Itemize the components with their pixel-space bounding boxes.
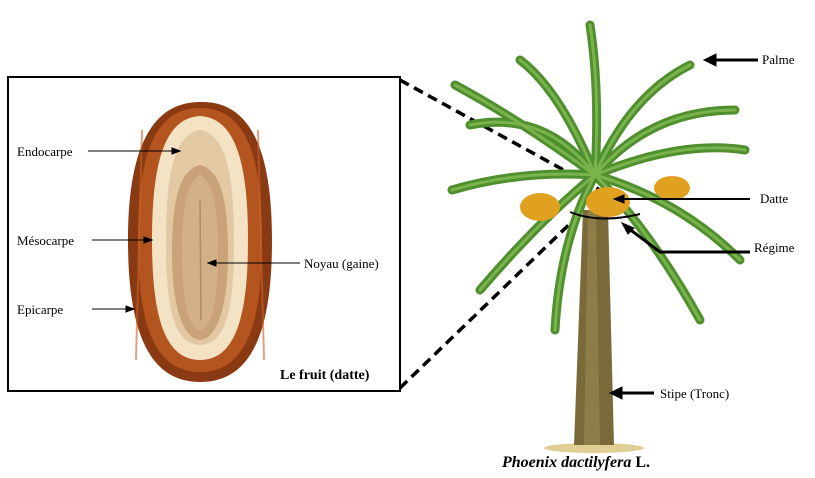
date-fruit-illustration: [128, 102, 272, 382]
label-mesocarpe: Mésocarpe: [17, 233, 74, 248]
label-noyau: Noyau (gaine): [304, 256, 379, 271]
label-palme: Palme: [762, 52, 795, 67]
label-stipe: Stipe (Tronc): [660, 386, 729, 401]
label-datte: Datte: [760, 191, 788, 206]
species-name: Phoenix dactilyfera: [502, 454, 631, 471]
label-regime: Régime: [754, 240, 794, 255]
species-caption: Phoenix dactilyfera L.: [502, 454, 650, 472]
label-endocarpe: Endocarpe: [17, 144, 73, 159]
label-epicarpe: Epicarpe: [17, 302, 63, 317]
species-author: L.: [635, 454, 650, 471]
fruit-panel-title: Le fruit (datte): [280, 368, 369, 384]
